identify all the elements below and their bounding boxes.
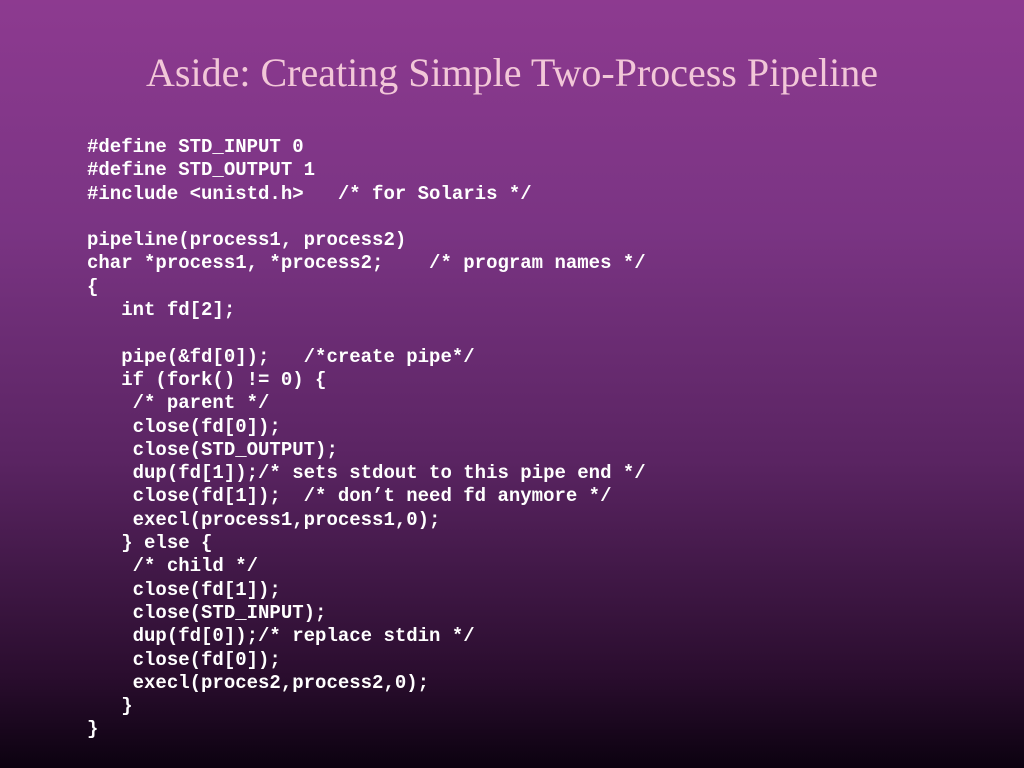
code-line: close(fd[0]);	[87, 648, 281, 671]
code-line: if (fork() != 0) {	[87, 368, 327, 391]
code-line: pipe(&fd[0]); /*create pipe*/	[87, 345, 475, 368]
code-line: #include <unistd.h> /* for Solaris */	[87, 182, 532, 205]
code-line: int fd[2];	[87, 299, 236, 322]
code-line: close(fd[1]);	[87, 578, 281, 601]
code-line: #define STD_OUTPUT 1	[87, 159, 316, 182]
code-line: }	[87, 695, 133, 718]
code-line: dup(fd[0]);/* replace stdin */	[87, 625, 475, 648]
code-line: char *process1, *process2; /* program na…	[87, 252, 646, 275]
code-line: close(fd[1]); /* don’t need fd anymore *…	[87, 485, 612, 508]
code-line: pipeline(process1, process2)	[87, 229, 407, 252]
code-line: } else {	[87, 532, 213, 555]
code-line	[87, 322, 646, 345]
code-line: close(fd[0]);	[87, 415, 281, 438]
slide-title: Aside: Creating Simple Two-Process Pipel…	[146, 50, 878, 95]
code-line: close(STD_OUTPUT);	[87, 438, 338, 461]
code-line: close(STD_INPUT);	[87, 601, 327, 624]
code-line: dup(fd[1]);/* sets stdout to this pipe e…	[87, 462, 646, 485]
code-block: #define STD_INPUT 0 #define STD_OUTPUT 1…	[87, 136, 646, 742]
code-line	[87, 206, 646, 229]
code-line: /* child */	[87, 555, 259, 578]
code-line: {	[87, 275, 99, 298]
code-line: #define STD_INPUT 0	[87, 136, 304, 158]
code-line: execl(proces2,process2,0);	[87, 671, 430, 694]
code-line: execl(process1,process1,0);	[87, 508, 441, 531]
code-line: }	[87, 718, 99, 741]
code-line: /* parent */	[87, 392, 270, 415]
